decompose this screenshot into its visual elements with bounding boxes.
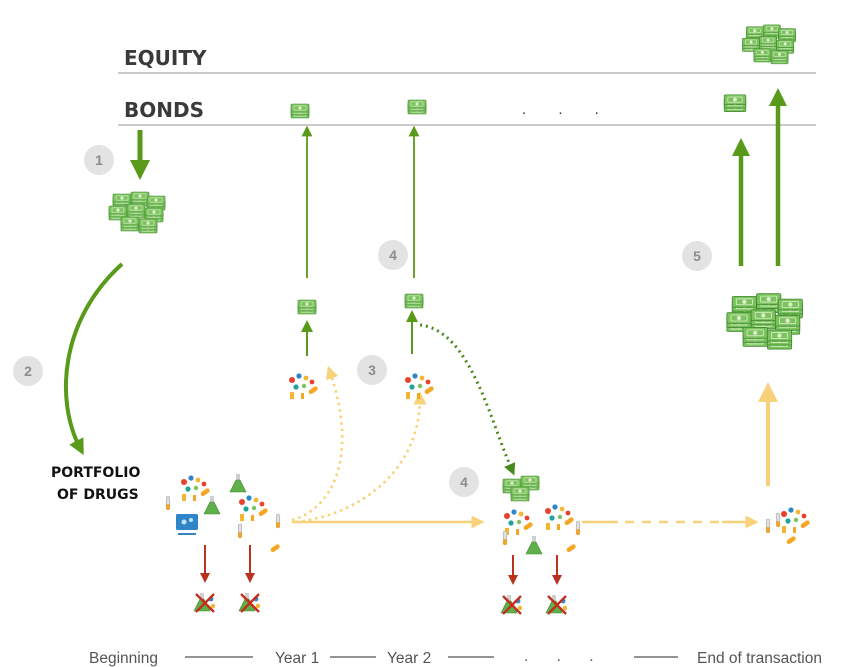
timeline-year2: Year 2: [387, 650, 431, 667]
portfolio-drugs-icon: [165, 473, 281, 553]
timeline-year1: Year 1: [275, 650, 319, 667]
svg-text:5: 5: [693, 248, 701, 264]
raised-capital-money-icon: [109, 192, 165, 233]
revenue-drug-1-icon: [289, 373, 319, 399]
timeline-beginning: Beginning: [89, 650, 158, 667]
step-circle-5: 5: [682, 241, 712, 271]
failed-drug-3-icon: [501, 595, 522, 614]
revenue-drug-2-icon: [405, 373, 435, 399]
bond-repayment-money-icon: [724, 95, 746, 112]
failed-drug-4-icon: [546, 595, 567, 614]
step-circle-1: 1: [84, 145, 114, 175]
step-circle-3: 3: [357, 355, 387, 385]
bond-payment-2-money-icon: [408, 100, 426, 114]
coupon-cash-2-money-icon: [405, 294, 423, 308]
svg-text:2: 2: [24, 363, 32, 379]
exit-proceeds-money-icon: [727, 294, 803, 349]
svg-text:4: 4: [389, 247, 397, 263]
failed-drug-2-icon: [239, 593, 260, 612]
failed-drug-1-icon: [194, 593, 215, 612]
bonds-ellipsis: . . .: [522, 101, 613, 118]
svg-text:3: 3: [368, 362, 376, 378]
bond-payment-1-money-icon: [291, 104, 309, 118]
svg-text:1: 1: [95, 152, 103, 168]
royalty-yellow-arrow-2: [295, 391, 427, 524]
step-circle-4-top: 4: [378, 240, 408, 270]
timeline-dots: . . .: [524, 648, 606, 665]
invest-arrow: [64, 262, 124, 456]
step-circle-2: 2: [13, 356, 43, 386]
end-portfolio-drugs-icon: [765, 507, 811, 545]
portfolio-label-line1: PORTFOLIO: [51, 465, 140, 481]
equity-label: EQUITY: [124, 46, 207, 70]
svg-text:4: 4: [460, 474, 468, 490]
mid-portfolio-drugs-icon: [502, 504, 581, 555]
portfolio-label-line2: OF DRUGS: [57, 487, 139, 503]
coupon-cash-1-money-icon: [298, 300, 316, 314]
reinvest-money-icon: [503, 476, 539, 501]
equity-return-money-icon: [742, 25, 795, 64]
timeline: Beginning Year 1 Year 2 . . . End of tra…: [89, 648, 822, 667]
timeline-end: End of transaction: [697, 650, 822, 667]
bonds-label: BONDS: [124, 98, 204, 122]
royalty-yellow-arrow-1: [291, 365, 344, 522]
monitor-icon: [176, 514, 198, 535]
reinvest-arrow: [419, 323, 516, 476]
step-circle-4-bottom: 4: [449, 467, 479, 497]
